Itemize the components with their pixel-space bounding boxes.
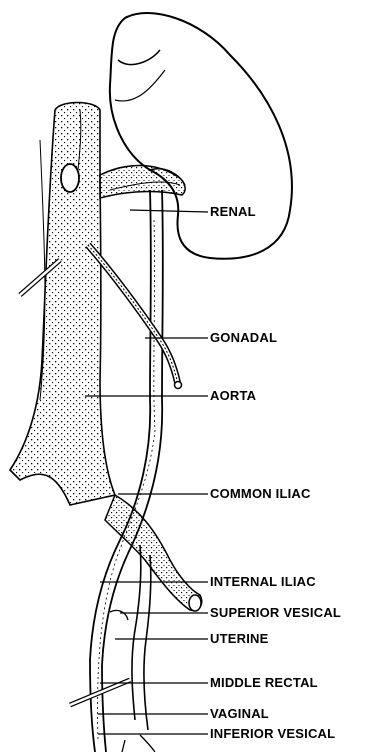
label-vaginal: VAGINAL [210,707,269,721]
great-vessel [10,103,115,506]
label-gonadal: GONADAL [210,331,277,345]
label-aorta: AORTA [210,389,256,403]
label-internal-iliac: INTERNAL ILIAC [210,575,316,589]
label-superior-vesical: SUPERIOR VESICAL [210,606,341,620]
label-middle-rectal: MIDDLE RECTAL [210,676,318,690]
label-uterine: UTERINE [210,632,268,646]
label-renal: RENAL [210,205,256,219]
kidney [110,13,292,259]
label-common-iliac: COMMON ILIAC [210,487,311,501]
label-inferior-vesical: INFERIOR VESICAL [210,727,335,741]
